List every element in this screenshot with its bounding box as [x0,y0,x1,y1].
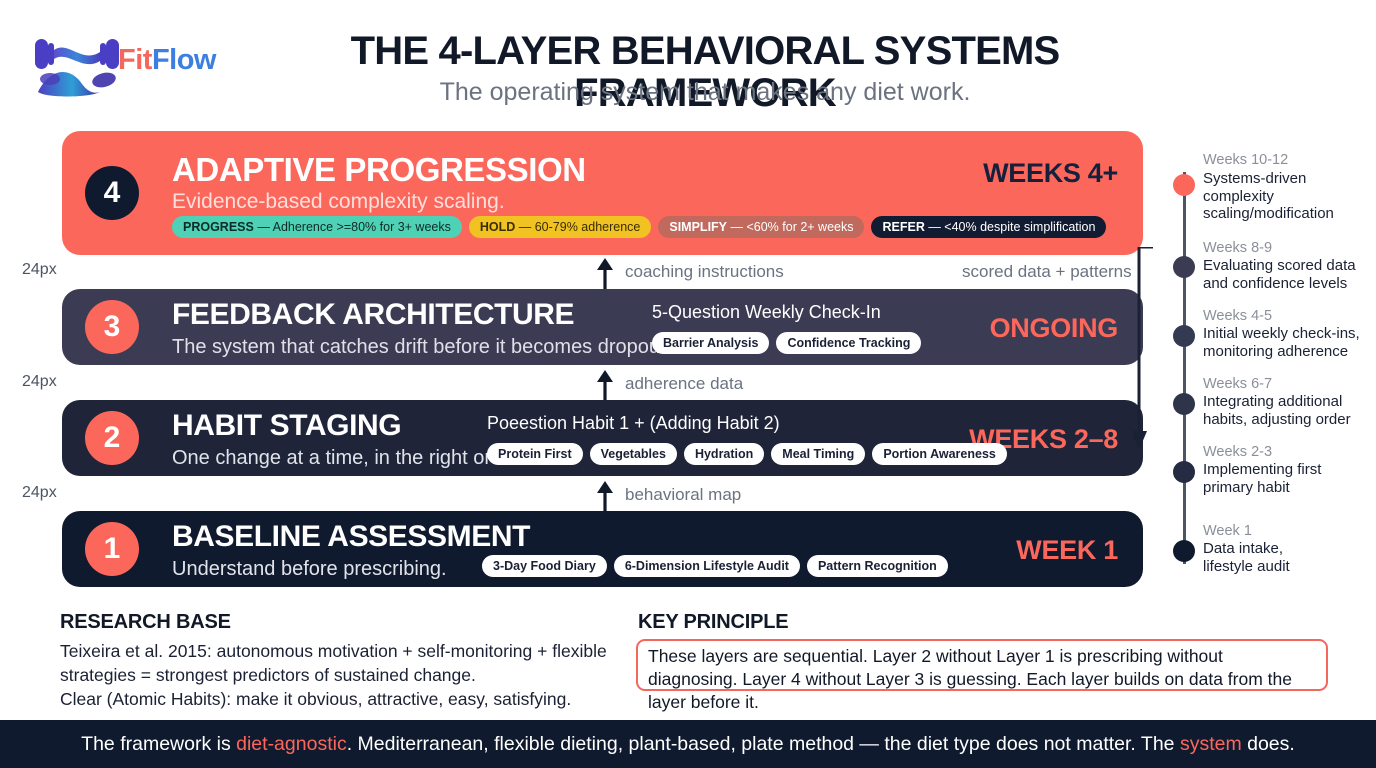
layer-body-3: FEEDBACK ARCHITECTURE The system that ca… [172,289,1143,365]
up-arrow-icon-3 [594,480,616,514]
up-arrow-icon-2 [594,369,616,403]
layer-chips-3: Barrier Analysis Confidence Tracking [652,332,922,355]
layer-tagline-1: Understand before prescribing. [172,558,447,580]
key-principle-box: These layers are sequential. Layer 2 wit… [636,639,1328,712]
research-base-heading: RESEARCH BASE [60,611,231,633]
timeline-desc-3: Initial weekly check-ins, monitoring adh… [1203,325,1360,360]
timeline-dot-icon-2 [1173,256,1195,278]
layer-timing-1: WEEK 1 [1016,535,1118,565]
connector-label-behavioral-map: behavioral map [625,485,742,504]
layer-tagline-2: One change at a time, in the right order… [172,447,525,469]
key-principle-heading: KEY PRINCIPLE [638,611,789,633]
brand-fit: Fit [118,44,152,76]
layer-number-badge-3: 3 [85,300,139,354]
timeline: Weeks 10-12 Systems-driven complexity sc… [1160,140,1376,580]
layer-card-3[interactable]: 3 FEEDBACK ARCHITECTURE The system that … [62,289,1143,365]
connector-label-coaching: coaching instructions [625,262,784,281]
page-subtitle: The operating system that makes any diet… [439,78,971,106]
chip-portion-awareness[interactable]: Portion Awareness [872,443,1007,466]
timeline-weeks-2: Weeks 8-9 [1203,240,1273,256]
layer-midtitle-3: 5-Question Weekly Check-In [652,302,881,322]
chip-lifestyle-audit[interactable]: 6-Dimension Lifestyle Audit [613,555,800,578]
brand-wordmark: FitFlow [118,44,216,77]
timeline-desc-5: Implementing first primary habit [1203,461,1322,496]
chip-pattern-recognition[interactable]: Pattern Recognition [806,555,948,578]
timeline-dot-icon-1 [1173,174,1195,196]
layer-chips-1: 3-Day Food Diary 6-Dimension Lifestyle A… [482,555,948,578]
chip-barrier-analysis[interactable]: Barrier Analysis [652,332,770,355]
chip-protein-first[interactable]: Protein First [487,443,583,466]
layer-number-badge-1: 1 [85,522,139,576]
layer-number-badge-4: 4 [85,166,139,220]
chip-confidence-tracking[interactable]: Confidence Tracking [776,332,922,355]
timeline-dot-icon-4 [1173,393,1195,415]
timeline-dot-icon-3 [1173,325,1195,347]
layer-tagline-4: Evidence-based complexity scaling. [172,190,505,213]
layer-card-1[interactable]: 1 BASELINE ASSESSMENT Understand before … [62,511,1143,587]
chip-meal-timing[interactable]: Meal Timing [771,443,866,466]
layer-timing-4: WEEKS 4+ [983,158,1118,188]
layer-tagline-3: The system that catches drift before it … [172,336,672,358]
connector-label-scored-data: scored data + patterns [962,262,1132,281]
up-arrow-icon-1 [594,257,616,291]
layer-chips-2: Protein First Vegetables Hydration Meal … [487,443,1007,466]
chip-refer[interactable]: REFER — <40% despite simplification [871,216,1107,239]
layer-card-4[interactable]: 4 ADAPTIVE PROGRESSION Evidence-based co… [62,131,1143,255]
layer-title-3: FEEDBACK ARCHITECTURE [172,298,575,331]
chip-hold[interactable]: HOLD — 60-79% adherence [468,216,652,239]
timeline-desc-4: Integrating additional habits, adjusting… [1203,393,1351,428]
timeline-desc-1: Systems-driven complexity scaling/modifi… [1203,170,1334,223]
layer-body-2: HABIT STAGING One change at a time, in t… [172,400,1143,476]
layer-midtitle-2: Poeestion Habit 1 + (Adding Habit 2) [487,413,780,433]
layer-card-2[interactable]: 2 HABIT STAGING One change at a time, in… [62,400,1143,476]
layer-title-2: HABIT STAGING [172,409,402,442]
layer-chips-4: PROGRESS — Adherence >=80% for 3+ weeks … [172,216,1107,239]
chip-food-diary[interactable]: 3-Day Food Diary [482,555,607,578]
layer-body-4: ADAPTIVE PROGRESSION Evidence-based comp… [172,131,1143,255]
gap-note-2: 24px [22,373,57,390]
chip-progress[interactable]: PROGRESS — Adherence >=80% for 3+ weeks [172,216,462,239]
timeline-axis [1183,172,1186,564]
page-title: THE 4-LAYER BEHAVIORAL SYSTEMS FRAMEWORK [350,29,1061,115]
down-arrow-icon-cascade [1131,245,1157,451]
chip-simplify[interactable]: SIMPLIFY — <60% for 2+ weeks [658,216,865,239]
timeline-desc-2: Evaluating scored data and confidence le… [1203,257,1356,292]
timeline-dot-icon-6 [1173,540,1195,562]
timeline-weeks-5: Weeks 2-3 [1203,444,1273,460]
layer-timing-3: ONGOING [989,313,1119,343]
timeline-weeks-4: Weeks 6-7 [1203,376,1273,392]
layer-body-1: BASELINE ASSESSMENT Understand before pr… [172,511,1143,587]
timeline-weeks-3: Weeks 4-5 [1203,308,1273,324]
chip-hydration[interactable]: Hydration [683,443,765,466]
layer-title-1: BASELINE ASSESSMENT [172,520,531,553]
footer-text: The framework is diet-agnostic. Mediterr… [81,732,1295,755]
footer-banner: The framework is diet-agnostic. Mediterr… [0,720,1376,768]
timeline-dot-icon-5 [1173,461,1195,483]
timeline-desc-6: Data intake, lifestyle audit [1203,540,1290,575]
gap-note-3: 24px [22,484,57,501]
footer-highlight-system: system [1179,732,1242,755]
chip-vegetables[interactable]: Vegetables [589,443,677,466]
gap-note-1: 24px [22,261,57,278]
timeline-weeks-6: Week 1 [1203,523,1252,539]
connector-label-adherence-data: adherence data [625,374,744,393]
research-base-body: Teixeira et al. 2015: autonomous motivat… [60,641,607,710]
timeline-weeks-1: Weeks 10-12 [1203,152,1289,168]
layer-title-4: ADAPTIVE PROGRESSION [172,151,586,188]
dumbbell-wave-logo-icon [30,30,150,98]
layer-number-badge-2: 2 [85,411,139,465]
brand-flow: Flow [151,44,217,76]
footer-highlight-diet-agnostic: diet-agnostic [236,732,347,755]
